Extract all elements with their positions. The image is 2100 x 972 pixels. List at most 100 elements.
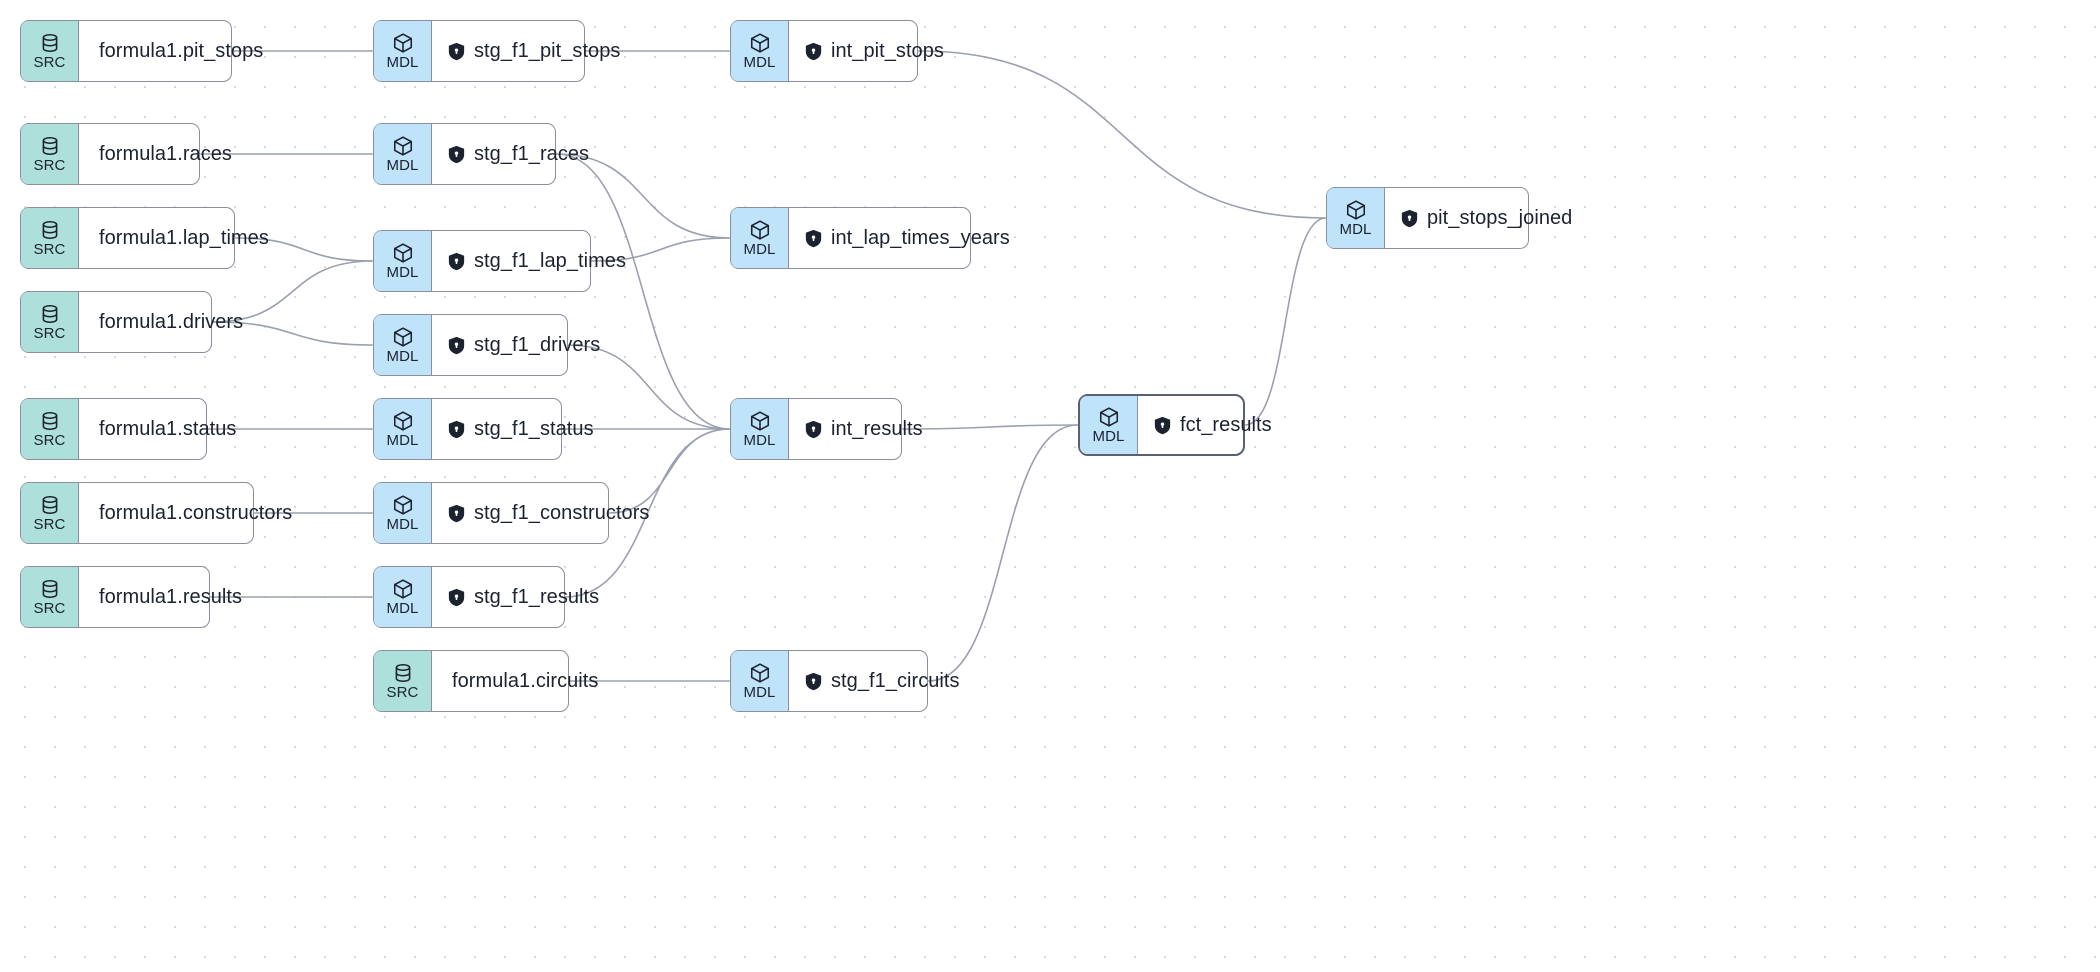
node-body: int_results <box>789 399 941 459</box>
lineage-node-src_circuits[interactable]: SRC formula1.circuits <box>373 650 598 712</box>
node-label: stg_f1_drivers <box>474 333 601 356</box>
lineage-node-int_lap_times_years[interactable]: MDL int_lap_times_years <box>730 207 1010 269</box>
source-type-badge: SRC <box>21 124 79 184</box>
node-body: stg_f1_status <box>432 399 612 459</box>
badge-label: MDL <box>386 54 419 71</box>
source-type-badge: SRC <box>374 651 432 711</box>
shield-lock-icon <box>805 229 822 248</box>
cube-icon <box>749 410 771 432</box>
lineage-node-stg_status[interactable]: MDL stg_f1_status <box>373 398 594 460</box>
model-type-badge: MDL <box>374 483 432 543</box>
shield-lock-icon <box>448 252 465 271</box>
badge-label: SRC <box>33 157 66 174</box>
lineage-node-pit_stops_joined[interactable]: MDL pit_stops_joined <box>1326 187 1572 249</box>
lineage-edge-fct_results-to-pit_stops_joined <box>1244 217 1327 426</box>
badge-label: MDL <box>386 348 419 365</box>
shield-lock-icon <box>1401 209 1418 228</box>
lineage-node-src_lap_times[interactable]: SRC formula1.lap_times <box>20 207 269 269</box>
node-label: formula1.pit_stops <box>99 39 264 62</box>
database-icon <box>392 662 414 684</box>
node-label: formula1.drivers <box>99 310 244 333</box>
database-icon <box>39 303 61 325</box>
cube-icon <box>392 578 414 600</box>
model-type-badge: MDL <box>1080 396 1138 454</box>
lineage-node-src_drivers[interactable]: SRC formula1.drivers <box>20 291 243 353</box>
shield-lock-icon <box>448 504 465 523</box>
node-body: formula1.status <box>79 399 254 459</box>
model-type-badge: MDL <box>731 399 789 459</box>
shield-lock-icon <box>448 145 465 164</box>
cube-icon <box>749 662 771 684</box>
node-label: pit_stops_joined <box>1427 206 1573 229</box>
cube-icon <box>392 32 414 54</box>
source-type-badge: SRC <box>21 292 79 352</box>
node-label: int_lap_times_years <box>831 226 1010 249</box>
node-label: formula1.lap_times <box>99 226 269 249</box>
badge-label: MDL <box>386 516 419 533</box>
source-type-badge: SRC <box>21 21 79 81</box>
shield-lock-icon <box>805 42 822 61</box>
lineage-node-src_pit_stops[interactable]: SRC formula1.pit_stops <box>20 20 263 82</box>
shield-lock-icon <box>448 336 465 355</box>
shield-lock-icon <box>448 420 465 439</box>
lineage-node-stg_circuits[interactable]: MDL stg_f1_circuits <box>730 650 960 712</box>
lineage-edge-int_pit_stops-to-pit_stops_joined <box>917 50 1327 219</box>
node-label: stg_f1_circuits <box>831 669 960 692</box>
database-icon <box>39 494 61 516</box>
node-label: int_pit_stops <box>831 39 944 62</box>
model-type-badge: MDL <box>731 208 789 268</box>
node-label: stg_f1_lap_times <box>474 249 627 272</box>
model-type-badge: MDL <box>374 231 432 291</box>
model-type-badge: MDL <box>374 124 432 184</box>
node-body: formula1.circuits <box>432 651 616 711</box>
node-body: fct_results <box>1138 396 1290 454</box>
node-label: formula1.status <box>99 417 237 440</box>
badge-label: MDL <box>743 432 776 449</box>
model-type-badge: MDL <box>1327 188 1385 248</box>
badge-label: MDL <box>1092 428 1125 445</box>
lineage-node-src_status[interactable]: SRC formula1.status <box>20 398 236 460</box>
badge-label: MDL <box>386 264 419 281</box>
node-label: formula1.circuits <box>452 669 599 692</box>
badge-label: MDL <box>386 600 419 617</box>
model-type-badge: MDL <box>374 21 432 81</box>
shield-lock-icon <box>448 588 465 607</box>
model-type-badge: MDL <box>731 21 789 81</box>
cube-icon <box>392 242 414 264</box>
node-label: formula1.results <box>99 585 243 608</box>
node-body: int_pit_stops <box>789 21 962 81</box>
cube-icon <box>1345 199 1367 221</box>
badge-label: MDL <box>743 241 776 258</box>
node-body: formula1.results <box>79 567 260 627</box>
lineage-edge-stg_circuits-to-fct_results <box>927 424 1079 682</box>
lineage-node-src_results[interactable]: SRC formula1.results <box>20 566 242 628</box>
shield-lock-icon <box>805 420 822 439</box>
badge-label: SRC <box>33 432 66 449</box>
badge-label: MDL <box>386 157 419 174</box>
model-type-badge: MDL <box>374 567 432 627</box>
node-body: stg_f1_results <box>432 567 617 627</box>
source-type-badge: SRC <box>21 208 79 268</box>
node-body: int_lap_times_years <box>789 208 1028 268</box>
badge-label: MDL <box>386 432 419 449</box>
node-label: stg_f1_status <box>474 417 594 440</box>
model-type-badge: MDL <box>731 651 789 711</box>
lineage-node-int_pit_stops[interactable]: MDL int_pit_stops <box>730 20 944 82</box>
node-body: stg_f1_races <box>432 124 607 184</box>
lineage-node-stg_lap_times[interactable]: MDL stg_f1_lap_times <box>373 230 626 292</box>
node-body: formula1.constructors <box>79 483 310 543</box>
node-body: formula1.races <box>79 124 250 184</box>
lineage-node-stg_drivers[interactable]: MDL stg_f1_drivers <box>373 314 600 376</box>
badge-label: SRC <box>33 600 66 617</box>
cube-icon <box>392 494 414 516</box>
